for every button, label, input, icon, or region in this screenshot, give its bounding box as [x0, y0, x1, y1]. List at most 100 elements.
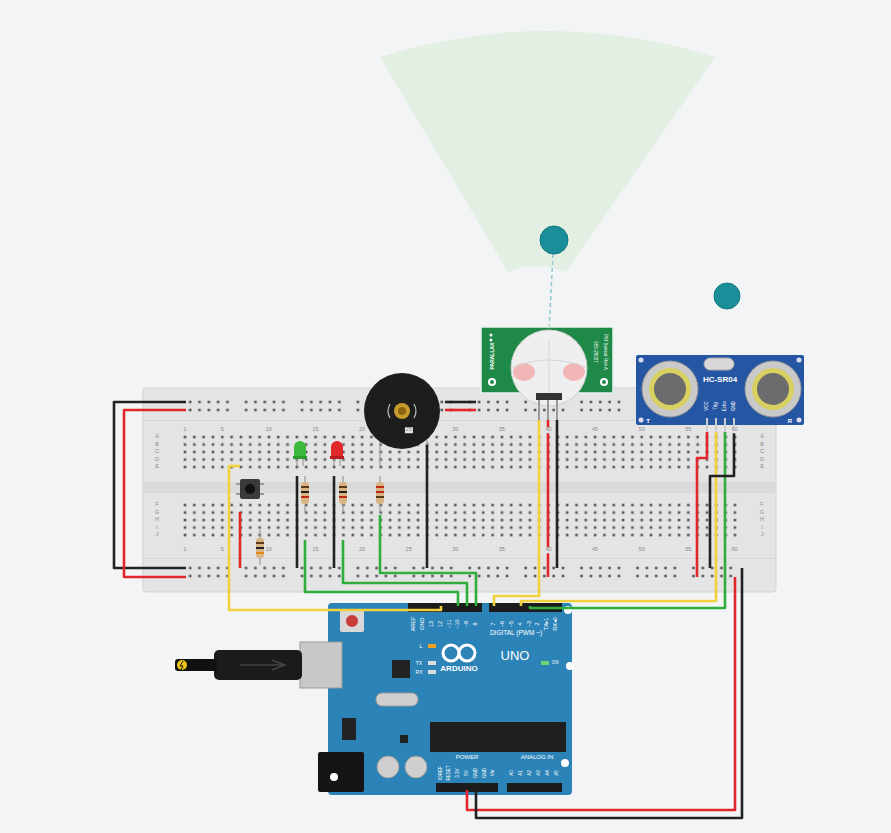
ultrasonic-sensor: [636, 355, 804, 425]
resistor-symbol: [301, 482, 309, 504]
pin-name: IOREF: [439, 766, 444, 780]
resistor-symbol: [301, 496, 309, 498]
row-letter: D: [759, 457, 765, 463]
pir-sensor: [549, 340, 550, 396]
row-letter: C: [154, 449, 160, 455]
jumper-wires: [556, 420, 559, 568]
arduino-board: [175, 603, 574, 795]
jumper-wires: [547, 420, 550, 577]
header-label: ANALOG IN: [521, 754, 554, 760]
pin-name: ~5: [509, 621, 515, 627]
column-number: 60: [731, 427, 739, 433]
led: [330, 456, 344, 459]
arduino-board: [318, 752, 364, 792]
pin-name: AREF: [411, 617, 417, 632]
pushbutton: [260, 493, 264, 495]
column-number: 20: [358, 547, 366, 553]
brand-label: PARALLAX: [490, 343, 495, 370]
model-label: UNO: [501, 649, 530, 662]
arduino-board: [566, 662, 574, 670]
arduino-board: [346, 615, 358, 627]
pushbutton: [260, 483, 264, 485]
resistor-symbol: [376, 496, 384, 498]
arduino-board: [459, 645, 475, 661]
column-number: 5: [220, 427, 225, 433]
resistor-symbol: [339, 482, 347, 504]
row-letter: B: [759, 442, 765, 448]
pin-name: 8: [473, 622, 479, 625]
pin-name: 7: [491, 622, 497, 625]
resistor-symbol: [301, 491, 309, 493]
resistor-symbol: [339, 496, 347, 498]
piezo-buzzer: [414, 404, 416, 418]
led: [331, 441, 343, 458]
piezo-buzzer: [364, 373, 440, 449]
pushbutton: [245, 484, 255, 494]
arduino-board: [405, 756, 427, 778]
pin-name: ~9: [464, 621, 470, 627]
ultrasonic-sensor: [797, 418, 802, 423]
column-number: 30: [451, 427, 459, 433]
brand-label: ARDUINO: [440, 665, 477, 673]
led-label: ON: [552, 661, 559, 666]
rail-wires: [445, 409, 476, 412]
arduino-board: [561, 759, 569, 767]
piezo-buzzer: [388, 404, 390, 418]
arduino-board: [177, 660, 187, 670]
row-letter: J: [155, 532, 160, 538]
arduino-board: [330, 773, 338, 781]
column-number: 25: [405, 547, 413, 553]
column-number: 30: [451, 547, 459, 553]
ultrasonic-sensor: [639, 358, 644, 363]
ultrasonic-sensor: [757, 373, 789, 405]
part-label: PIR Sensor Rev A: [603, 334, 608, 370]
resistor-symbol: [256, 547, 264, 549]
column-number: 45: [591, 427, 599, 433]
column-number: 45: [591, 547, 599, 553]
resistor-symbol: [301, 476, 384, 512]
row-letter: I: [760, 525, 764, 531]
resistor-symbol: [376, 486, 384, 488]
pin-name: 3.3V: [456, 768, 461, 777]
breadboard: 1510152025303540455055601510152025303540…: [143, 388, 776, 592]
pir-sensor: [490, 339, 493, 342]
rail-wires: [445, 401, 476, 404]
row-letter: G: [154, 510, 160, 516]
breadboard: [143, 558, 776, 559]
pin-name: GND: [483, 768, 488, 778]
row-letter: I: [155, 525, 159, 531]
piezo-buzzer: [394, 403, 410, 419]
pir-sensor: [602, 380, 606, 384]
pir-detection-zone: [714, 283, 740, 309]
pushbutton: [236, 493, 240, 495]
jumper-wires: [476, 568, 742, 818]
pin-name: A2: [528, 770, 533, 776]
pushbutton: [236, 479, 264, 499]
resistor-symbol: [376, 491, 384, 493]
resistor-symbol: [376, 482, 384, 504]
part-number: 555-28027: [593, 341, 598, 363]
pin-name: GND: [732, 401, 737, 411]
row-letter: C: [759, 449, 765, 455]
arduino-board: [443, 645, 459, 661]
arduino-board: AREFGND1312~11~10~987~6~54~32TX▸1RX◂0DIG…: [328, 603, 572, 795]
column-number: 5: [220, 547, 225, 553]
breadboard: [180, 433, 739, 471]
pin-name: A5: [555, 770, 560, 776]
arduino-board: [376, 693, 418, 706]
pir-sensor: [556, 400, 558, 420]
column-number: 40: [544, 427, 552, 433]
pin-name: A1: [519, 770, 524, 776]
pin-name: GND: [420, 618, 426, 630]
ultrasonic-sensor: HC-SR04VCCTrigEchoGNDTR: [636, 355, 804, 425]
pin-name: Trig: [714, 402, 719, 410]
jumper-wires: [494, 420, 539, 606]
column-number: 10: [265, 547, 273, 553]
resistor-symbol: [339, 486, 347, 488]
transducer-label: T: [646, 418, 650, 424]
pir-sensor: [511, 330, 587, 406]
led: [293, 456, 307, 459]
ultrasonic-sensor: [752, 368, 794, 410]
piezo-buzzer: [364, 373, 440, 466]
